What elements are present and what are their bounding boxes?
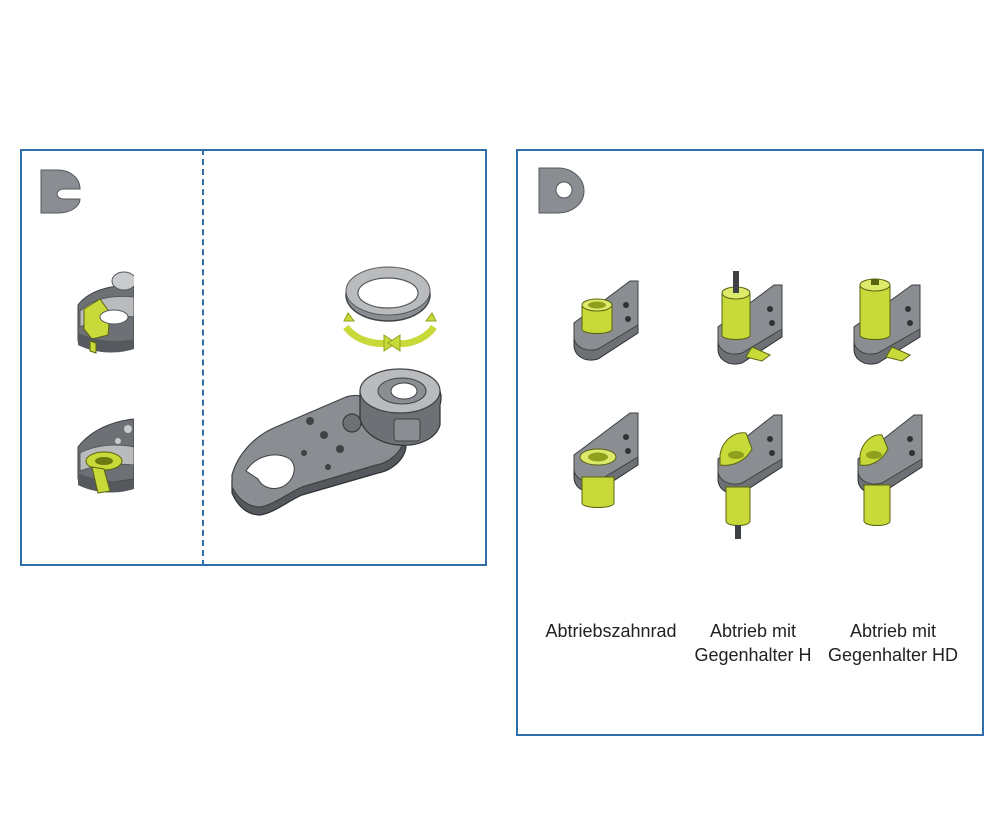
counter-holder-h-top-icon [717,271,783,365]
counter-holder-hd-top-icon [853,278,921,365]
caption-drive-gear: Abtriebszahnrad [536,619,686,643]
counter-holder-h-bottom-icon [717,414,783,539]
closed-hole-tab-icon [538,167,585,214]
caption-line: Gegenhalter HD [827,645,959,665]
adapter-detail-top-icon [70,267,134,363]
caption-line: Abtrieb mit [849,621,937,641]
rotation-arrows-icon [343,312,437,352]
adapter-detail-bottom-icon [70,407,134,505]
ring-seal-icon [343,266,437,352]
caption-counter-holder-h: Abtrieb mit Gegenhalter H [678,619,828,667]
left-panel [20,149,487,566]
drive-gear-top-icon [573,280,639,361]
drive-gear-bottom-icon [573,412,639,508]
caption-line: Abtrieb mit [709,621,797,641]
panel-divider [202,149,204,566]
open-slot-tab-icon [40,169,81,214]
right-panel: Abtriebszahnrad Abtrieb mit Gegenhalter … [516,149,984,736]
open-head-ratchet-icon [231,368,442,516]
caption-counter-holder-hd: Abtrieb mit Gegenhalter HD [818,619,968,667]
caption-line: Gegenhalter H [694,645,812,665]
caption-line: Abtriebszahnrad [545,621,677,641]
counter-holder-hd-bottom-icon [857,414,923,526]
